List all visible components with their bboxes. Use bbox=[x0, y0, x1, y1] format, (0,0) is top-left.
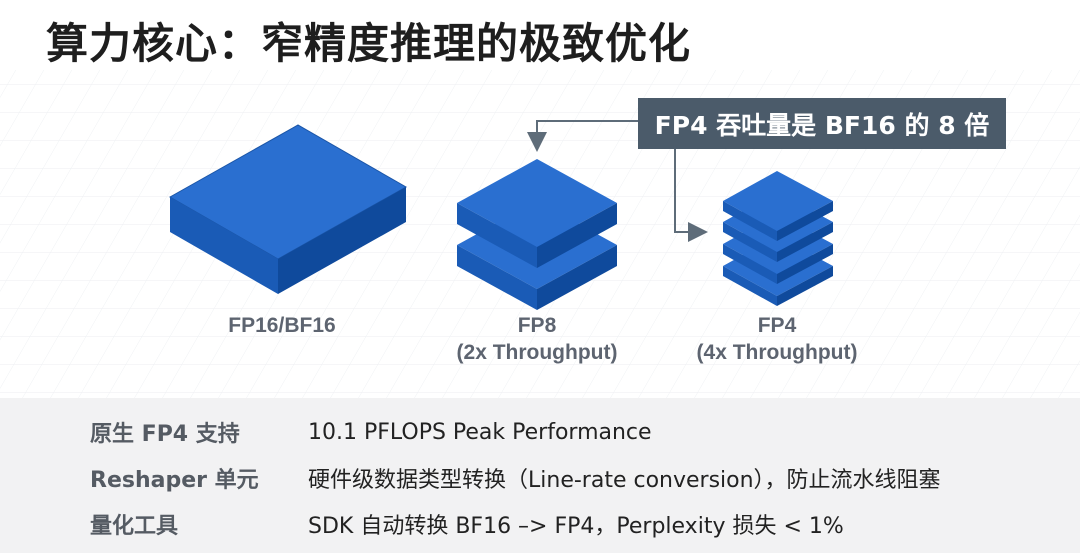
fp4-layer-2-right bbox=[777, 222, 833, 262]
feature-label: 原生 FP4 支持 bbox=[90, 422, 240, 447]
fp8-layer-2-right bbox=[537, 245, 617, 310]
feature-row: Reshaper 单元 硬件级数据类型转换（Line-rate conversi… bbox=[0, 458, 1080, 498]
fp16-left-face bbox=[170, 197, 278, 294]
precision-diagram: FP16/BF16 FP8 (2x Throughput) FP4 (4x Th… bbox=[0, 70, 1080, 398]
feature-label: 量化工具 bbox=[90, 514, 179, 539]
fp4-block bbox=[723, 171, 833, 306]
fp4-layer-4-left bbox=[723, 266, 777, 306]
fp8-layer-1-right bbox=[537, 203, 617, 268]
fp4-layer-3-right bbox=[777, 244, 833, 284]
fp8-layer-2-left bbox=[457, 245, 537, 310]
feature-label: Reshaper 单元 bbox=[90, 468, 259, 493]
fp8-sublabel: (2x Throughput) bbox=[457, 341, 618, 364]
fp4-sublabel: (4x Throughput) bbox=[697, 341, 858, 364]
feature-value: 硬件级数据类型转换（Line-rate conversion），防止流水线阻塞 bbox=[308, 468, 941, 493]
fp8-block bbox=[457, 159, 617, 310]
fp4-layer-1-left bbox=[723, 201, 777, 241]
feature-panel: 原生 FP4 支持 10.1 PFLOPS Peak Performance R… bbox=[0, 398, 1080, 553]
fp4-layer-2-left bbox=[723, 222, 777, 262]
feature-row: 量化工具 SDK 自动转换 BF16 –> FP4，Perplexity 损失 … bbox=[0, 504, 1080, 544]
fp4-layer-3-left bbox=[723, 244, 777, 284]
fp4-layer-4-right bbox=[777, 266, 833, 306]
arrow-to-fp8 bbox=[527, 120, 638, 152]
fp4-layer-1-right bbox=[777, 201, 833, 241]
fp8-layer-1-left bbox=[457, 203, 537, 268]
fp4-label: FP4 bbox=[758, 314, 797, 337]
fp8-label: FP8 bbox=[518, 314, 557, 337]
page-title: 算力核心：窄精度推理的极致优化 bbox=[46, 19, 692, 68]
arrow-to-fp4 bbox=[674, 149, 708, 242]
fp4-layer-1-top bbox=[723, 171, 833, 231]
feature-row: 原生 FP4 支持 10.1 PFLOPS Peak Performance bbox=[0, 412, 1080, 452]
throughput-callout: FP4 吞吐量是 BF16 的 8 倍 bbox=[638, 98, 1006, 149]
fp16-label: FP16/BF16 bbox=[228, 314, 335, 337]
fp16-right-face bbox=[278, 187, 406, 294]
feature-value: SDK 自动转换 BF16 –> FP4，Perplexity 损失 < 1% bbox=[308, 514, 844, 539]
feature-value: 10.1 PFLOPS Peak Performance bbox=[308, 419, 652, 445]
fp16-block bbox=[168, 124, 408, 294]
